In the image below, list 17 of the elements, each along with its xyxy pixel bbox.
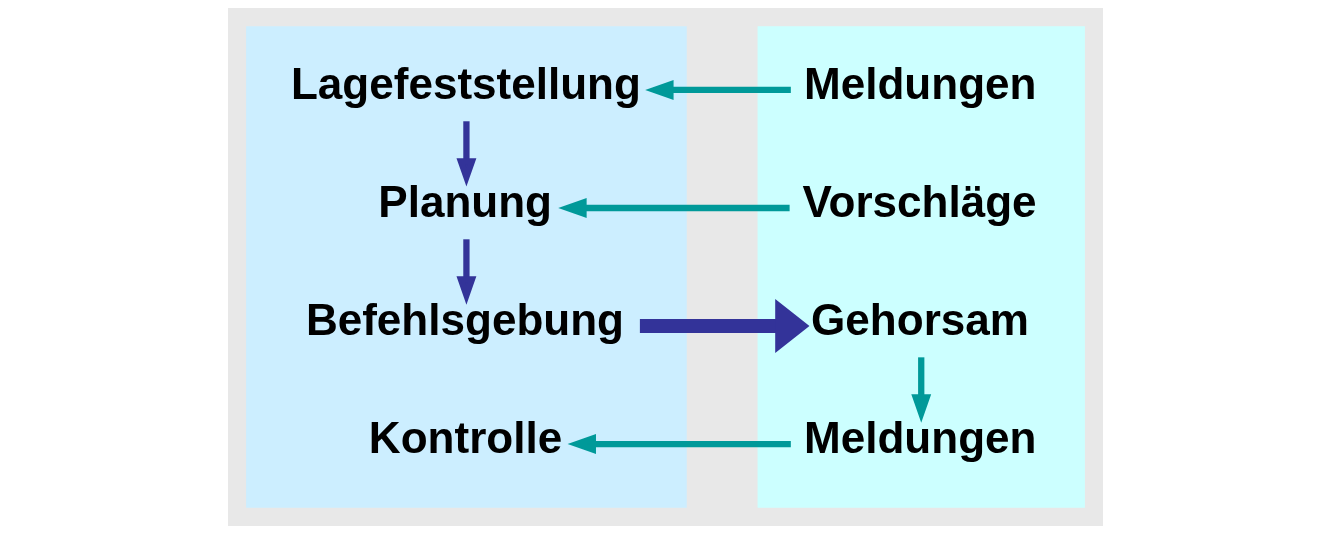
node-text: Meldungen <box>803 59 1037 109</box>
arrow <box>639 299 810 353</box>
node-text: Meldungen <box>803 413 1037 463</box>
arrow <box>911 357 932 423</box>
arrow <box>456 121 477 187</box>
node-text: Kontrolle <box>368 413 563 463</box>
node-text: Vorschläge <box>802 177 1037 227</box>
cluster <box>757 26 1085 508</box>
node-text: Gehorsam <box>811 295 1029 345</box>
node-text: Befehlsgebung <box>305 295 625 345</box>
node-text: Planung <box>378 177 553 227</box>
arrow <box>456 239 477 305</box>
cluster <box>246 26 687 508</box>
arrow <box>558 198 790 218</box>
arrow <box>567 434 791 454</box>
arrow <box>645 80 791 100</box>
node-text: Lagefeststellung <box>290 59 641 109</box>
